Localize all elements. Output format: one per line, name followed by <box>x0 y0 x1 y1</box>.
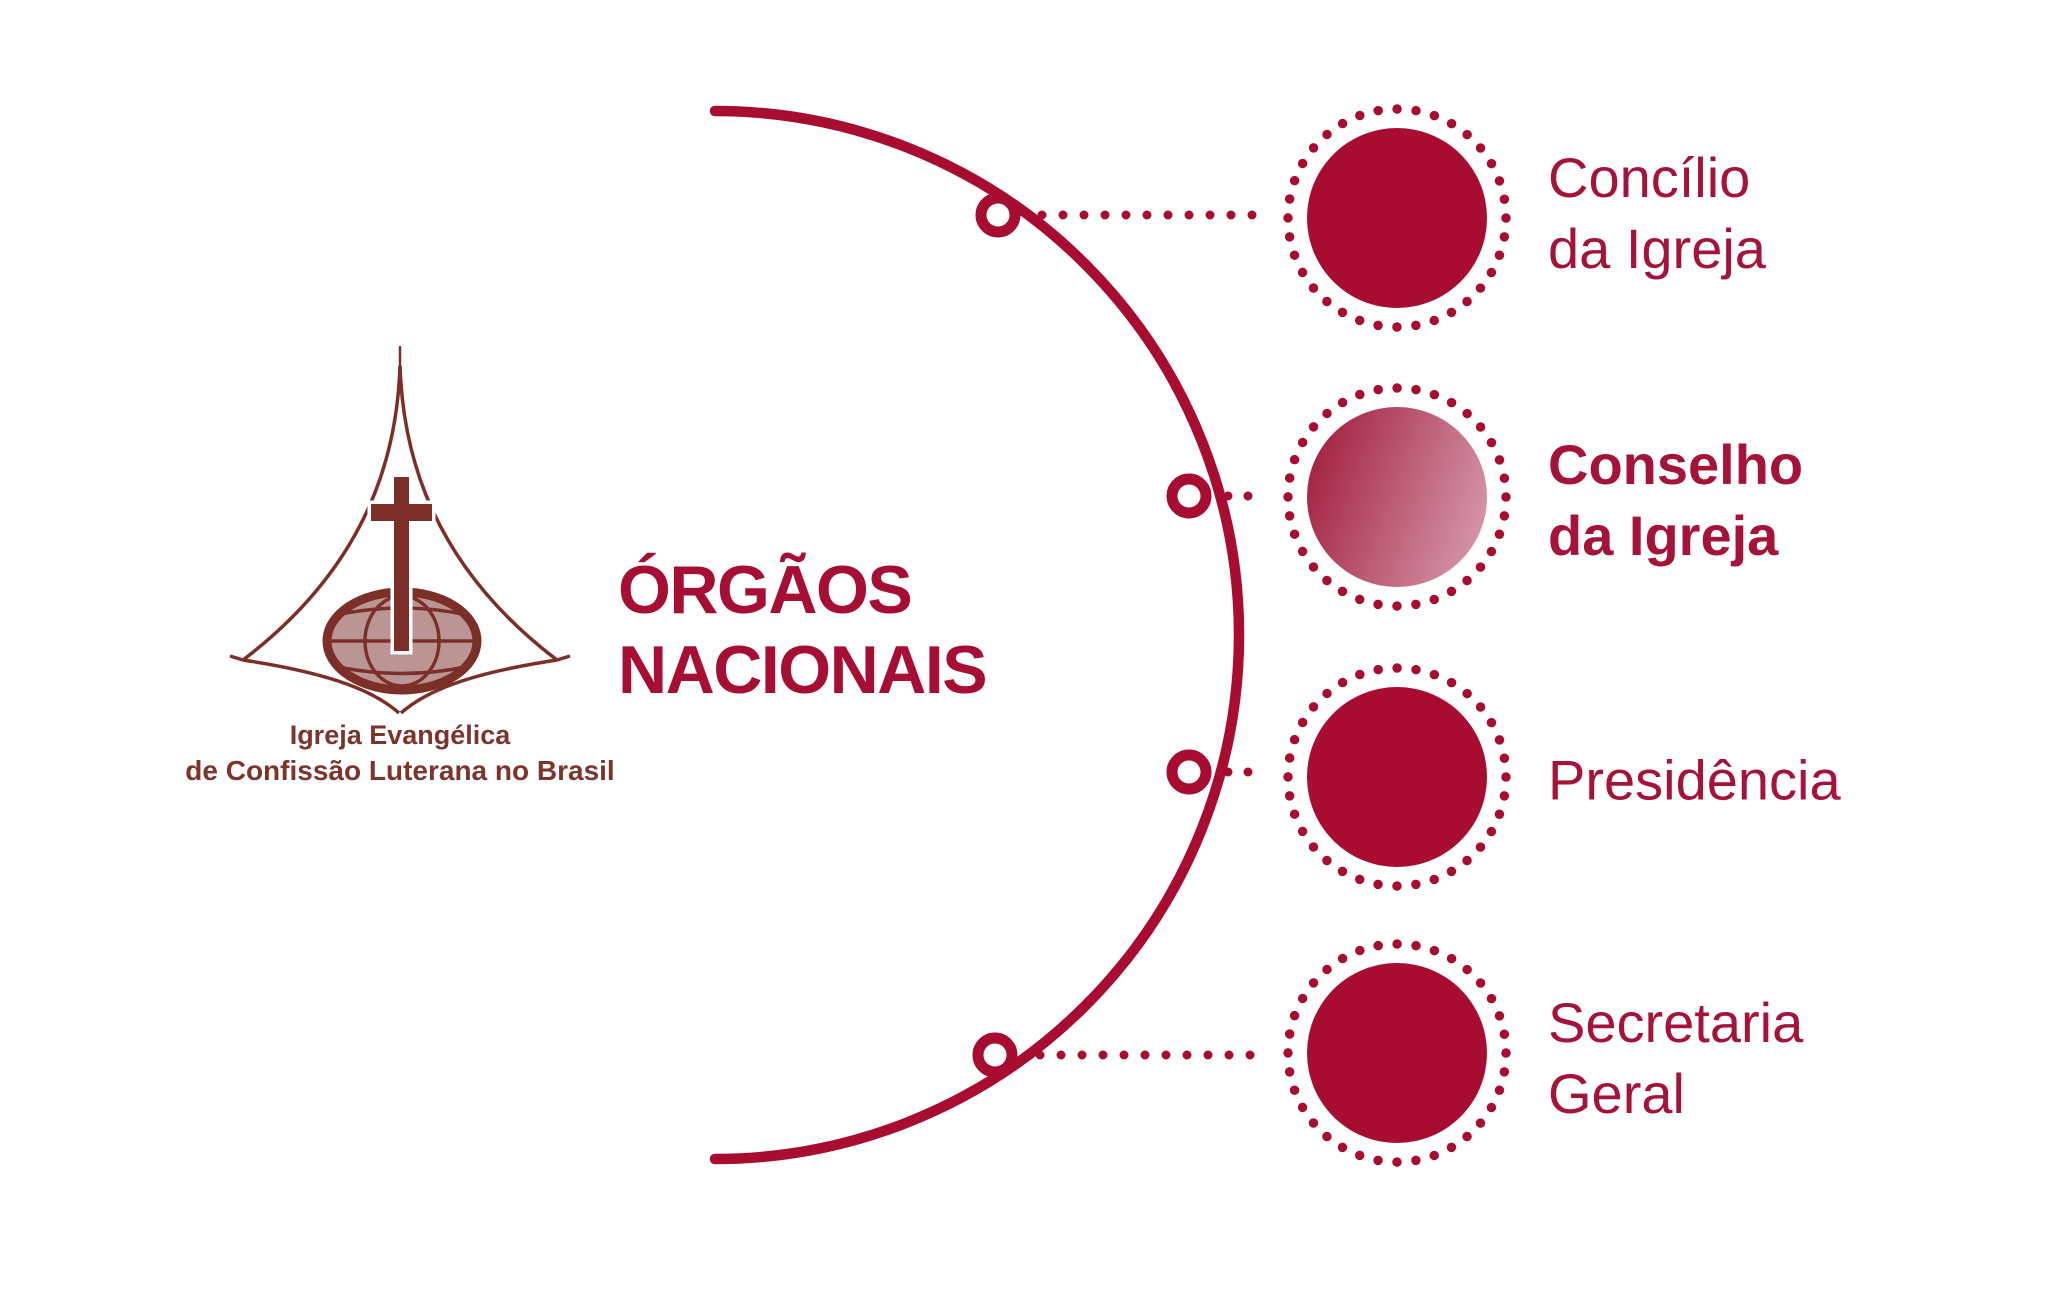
item-node-secretaria <box>972 939 1511 1167</box>
dotted-ring <box>1283 663 1511 891</box>
page-title: ÓRGÃOS NACIONAIS <box>618 552 988 708</box>
arc-node <box>972 1032 1018 1078</box>
item-circle-gradient <box>1307 407 1487 587</box>
item-label-concilio: Concílio da Igreja <box>1548 146 1766 280</box>
arc-node <box>1166 473 1212 519</box>
item-circle <box>1307 963 1487 1143</box>
item-circle <box>1307 128 1487 308</box>
item-label-conselho: Conselho da Igreja <box>1548 433 1804 567</box>
arc-node <box>1166 749 1212 795</box>
item-node-concilio <box>975 104 1511 332</box>
item-node-conselho <box>1166 383 1511 611</box>
dotted-ring <box>1283 383 1511 611</box>
dotted-ring <box>1283 939 1511 1167</box>
ieclb-logo-emblem <box>229 346 571 715</box>
logo-globe-latitude-lower <box>333 664 471 676</box>
dotted-ring <box>1283 104 1511 332</box>
logo-caption-line1: Igreja Evangélica <box>289 720 511 750</box>
logo-caption-line2: de Confissão Luterana no Brasil <box>185 755 615 786</box>
item-circle <box>1307 687 1487 867</box>
logo-tent-bottom-left <box>242 658 401 715</box>
item-label-presidencia: Presidência <box>1548 748 1841 812</box>
item-label-secretaria: Secretaria Geral <box>1548 991 1804 1125</box>
item-node-presidencia <box>1166 663 1511 891</box>
arc-line <box>709 105 1245 1165</box>
logo-horn-right <box>556 654 571 662</box>
logo-tent-bottom-right <box>399 658 558 715</box>
logo-cross-fill <box>371 477 432 651</box>
logo-horn-left <box>229 654 244 662</box>
arc-node <box>975 192 1021 238</box>
logo-tent-left <box>241 365 402 662</box>
